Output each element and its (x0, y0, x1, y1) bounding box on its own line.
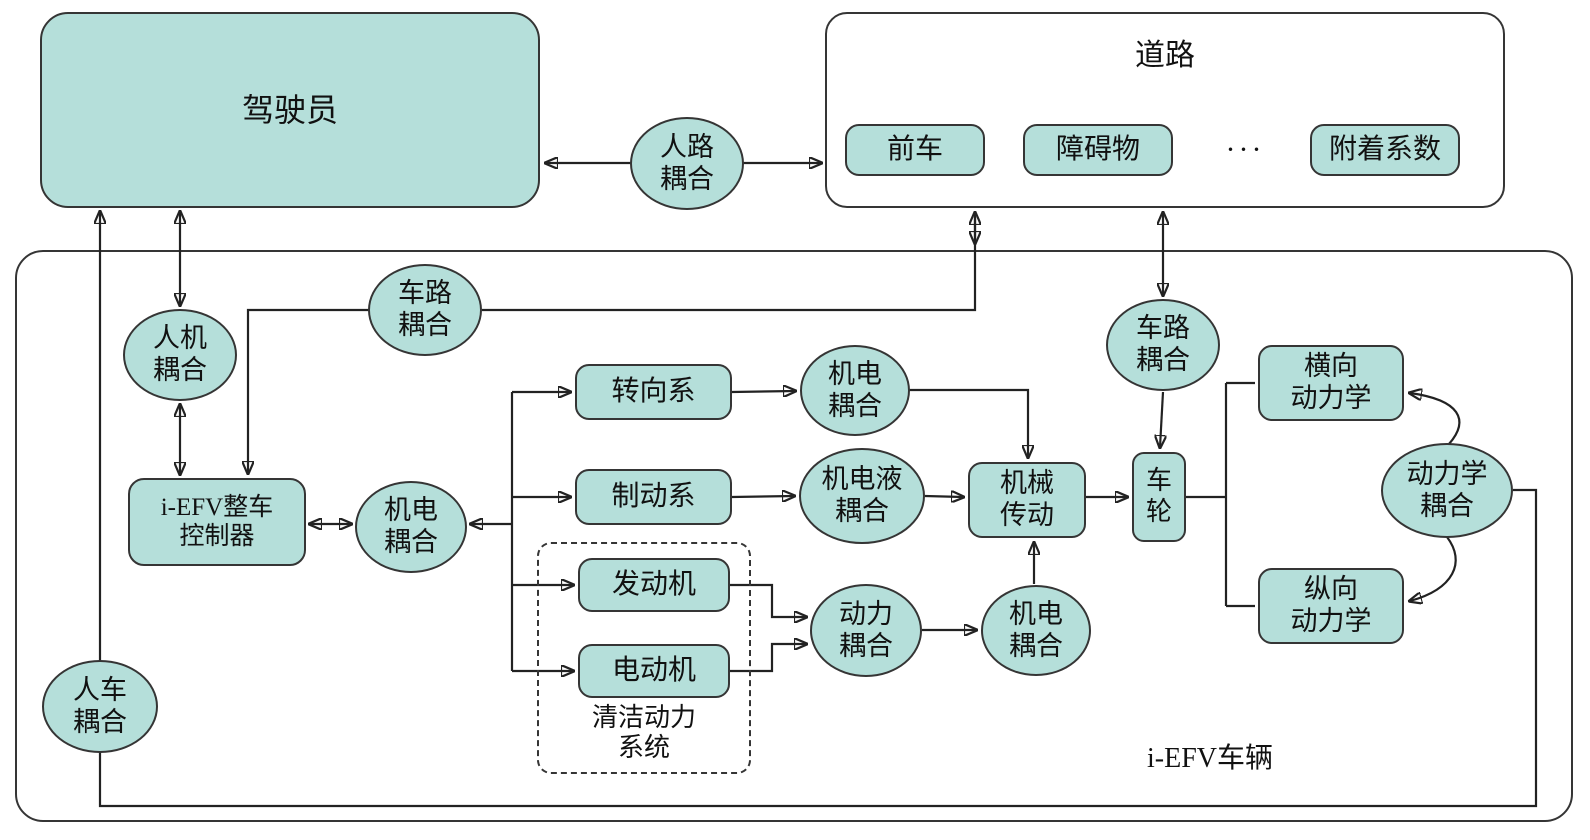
road-vehicle-coupling-right: 车路 耦合 (1106, 299, 1220, 391)
human-vehicle-coupling: 人车 耦合 (42, 660, 158, 753)
driver-label: 驾驶员 (241, 92, 338, 128)
vehicle-controller-box: i-EFV整车 控制器 (128, 478, 306, 566)
clean-power-system-label: 清洁动力 系统 (591, 702, 696, 763)
clean-power-system-box: 清洁动力 系统 (537, 542, 751, 774)
front-vehicle-box: 前车 (845, 124, 985, 176)
power-coupling: 动力 耦合 (810, 584, 922, 677)
steering-system-box: 转向系 (575, 364, 732, 420)
electromechanical-coupling-bottom: 机电 耦合 (981, 585, 1091, 676)
mechanical-transmission-box: 机械 传动 (968, 462, 1086, 538)
longitudinal-dynamics-box: 纵向 动力学 (1258, 568, 1404, 644)
road-vehicle-coupling-left: 车路 耦合 (368, 264, 482, 356)
human-road-coupling: 人路 耦合 (630, 117, 744, 210)
adhesion-coefficient-box: 附着系数 (1310, 124, 1460, 176)
electromechanical-coupling-left: 机电 耦合 (355, 481, 467, 573)
electromechanical-coupling-top: 机电 耦合 (800, 345, 910, 436)
wheel-box: 车 轮 (1132, 452, 1186, 542)
engine-box: 发动机 (578, 558, 730, 612)
electric-motor-box: 电动机 (578, 644, 730, 698)
dynamics-coupling: 动力学 耦合 (1381, 443, 1513, 538)
obstacle-box: 障碍物 (1023, 124, 1173, 176)
driver-box (40, 12, 540, 208)
road-label: 道路 (1135, 39, 1195, 72)
vehicle-box-label: i-EFV车辆 (1146, 743, 1273, 774)
lateral-dynamics-box: 横向 动力学 (1258, 345, 1404, 421)
braking-system-box: 制动系 (575, 469, 732, 525)
human-machine-coupling: 人机 耦合 (123, 309, 237, 401)
electro-mechanical-hydraulic-coupling: 机电液 耦合 (799, 448, 925, 544)
road-items-ellipsis: ··· (1225, 133, 1265, 167)
